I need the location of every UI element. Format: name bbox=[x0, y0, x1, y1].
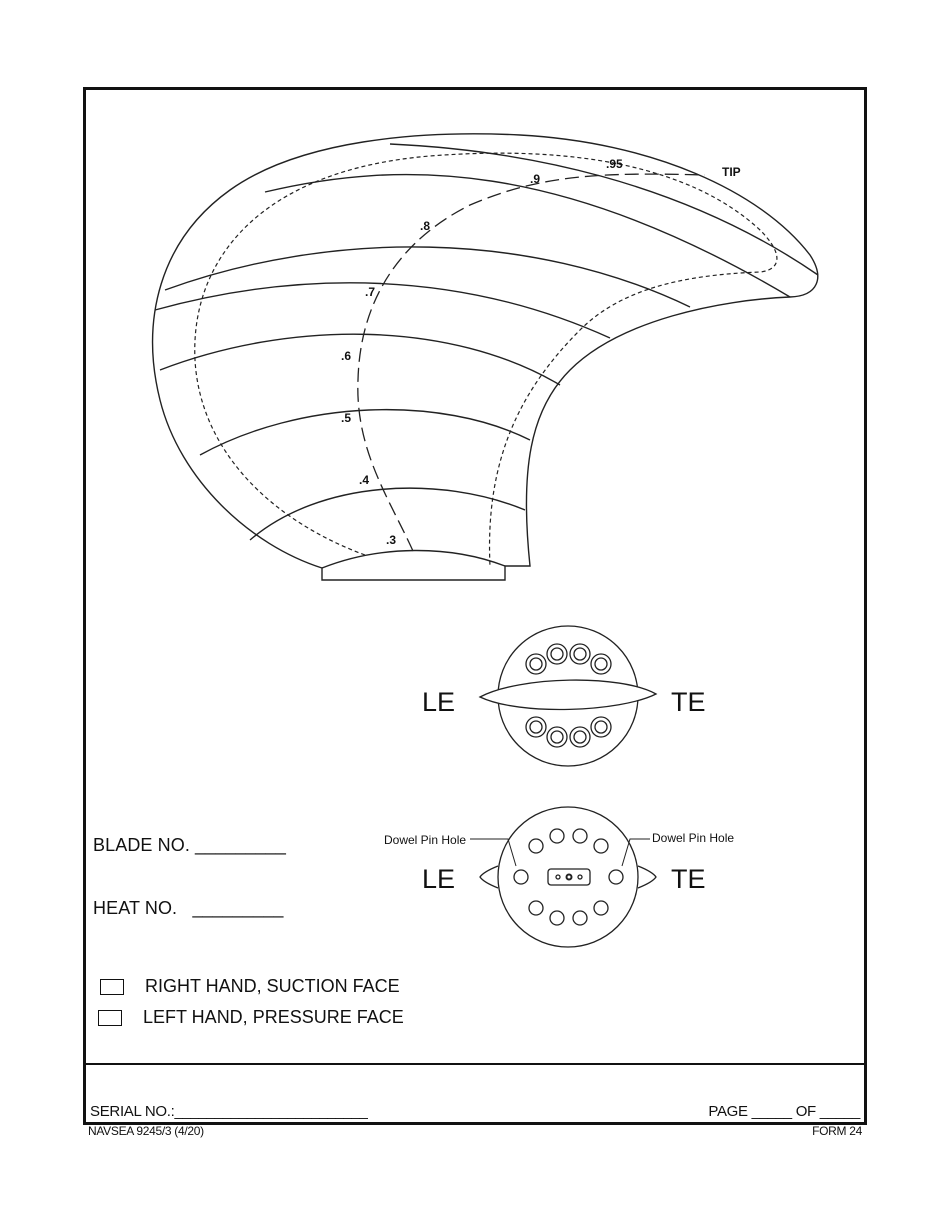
form-id: NAVSEA 9245/3 (4/20) bbox=[88, 1124, 204, 1138]
radius-label-3: .3 bbox=[386, 533, 396, 547]
hub-top-le-label: LE bbox=[422, 687, 455, 717]
right-hand-label: RIGHT HAND, SUCTION FACE bbox=[145, 976, 400, 996]
radius-label-7: .7 bbox=[365, 285, 375, 299]
blade-no-field[interactable]: BLADE NO. _________ bbox=[93, 835, 287, 855]
hub-top-te-label: TE bbox=[671, 687, 706, 717]
radius-label-8: .8 bbox=[420, 219, 430, 233]
left-hand-label: LEFT HAND, PRESSURE FACE bbox=[143, 1007, 404, 1027]
dowel-pin-right-callout: Dowel Pin Hole bbox=[652, 831, 734, 845]
blade-outline bbox=[151, 133, 819, 581]
radius-label-95: .95 bbox=[606, 157, 623, 171]
serial-no-field[interactable]: SERIAL NO.:________________________ bbox=[90, 1103, 368, 1120]
tip-label: TIP bbox=[722, 165, 741, 179]
radius-label-4: .4 bbox=[359, 473, 369, 487]
heat-no-field[interactable]: HEAT NO. _________ bbox=[93, 898, 284, 918]
checkbox-row-right-hand[interactable]: RIGHT HAND, SUCTION FACE bbox=[100, 976, 400, 997]
radius-label-9: .9 bbox=[530, 172, 540, 186]
hub-bottom-te-label: TE bbox=[671, 864, 706, 894]
radius-label-5: .5 bbox=[341, 411, 351, 425]
hub-arc bbox=[321, 549, 506, 569]
hub-bottom-le-label: LE bbox=[422, 864, 455, 894]
dowel-pin-left-callout: Dowel Pin Hole bbox=[384, 833, 466, 847]
checkbox-row-left-hand[interactable]: LEFT HAND, PRESSURE FACE bbox=[98, 1007, 404, 1028]
hub-view-bottom bbox=[470, 806, 657, 948]
footer-divider bbox=[86, 1063, 864, 1065]
page-of-field[interactable]: PAGE _____ OF _____ bbox=[708, 1103, 860, 1120]
radius-label-6: .6 bbox=[341, 349, 351, 363]
right-hand-checkbox[interactable] bbox=[100, 978, 124, 995]
left-hand-checkbox[interactable] bbox=[98, 1009, 122, 1026]
hub-view-top bbox=[478, 625, 658, 767]
propeller-blade-drawing: .3 .4 .5 .6 .7 .8 .9 .95 TIP LE TE bbox=[151, 133, 819, 948]
form-number: FORM 24 bbox=[812, 1124, 862, 1138]
form-frame: BLADE NO. _________ HEAT NO. _________ R… bbox=[83, 87, 867, 1125]
